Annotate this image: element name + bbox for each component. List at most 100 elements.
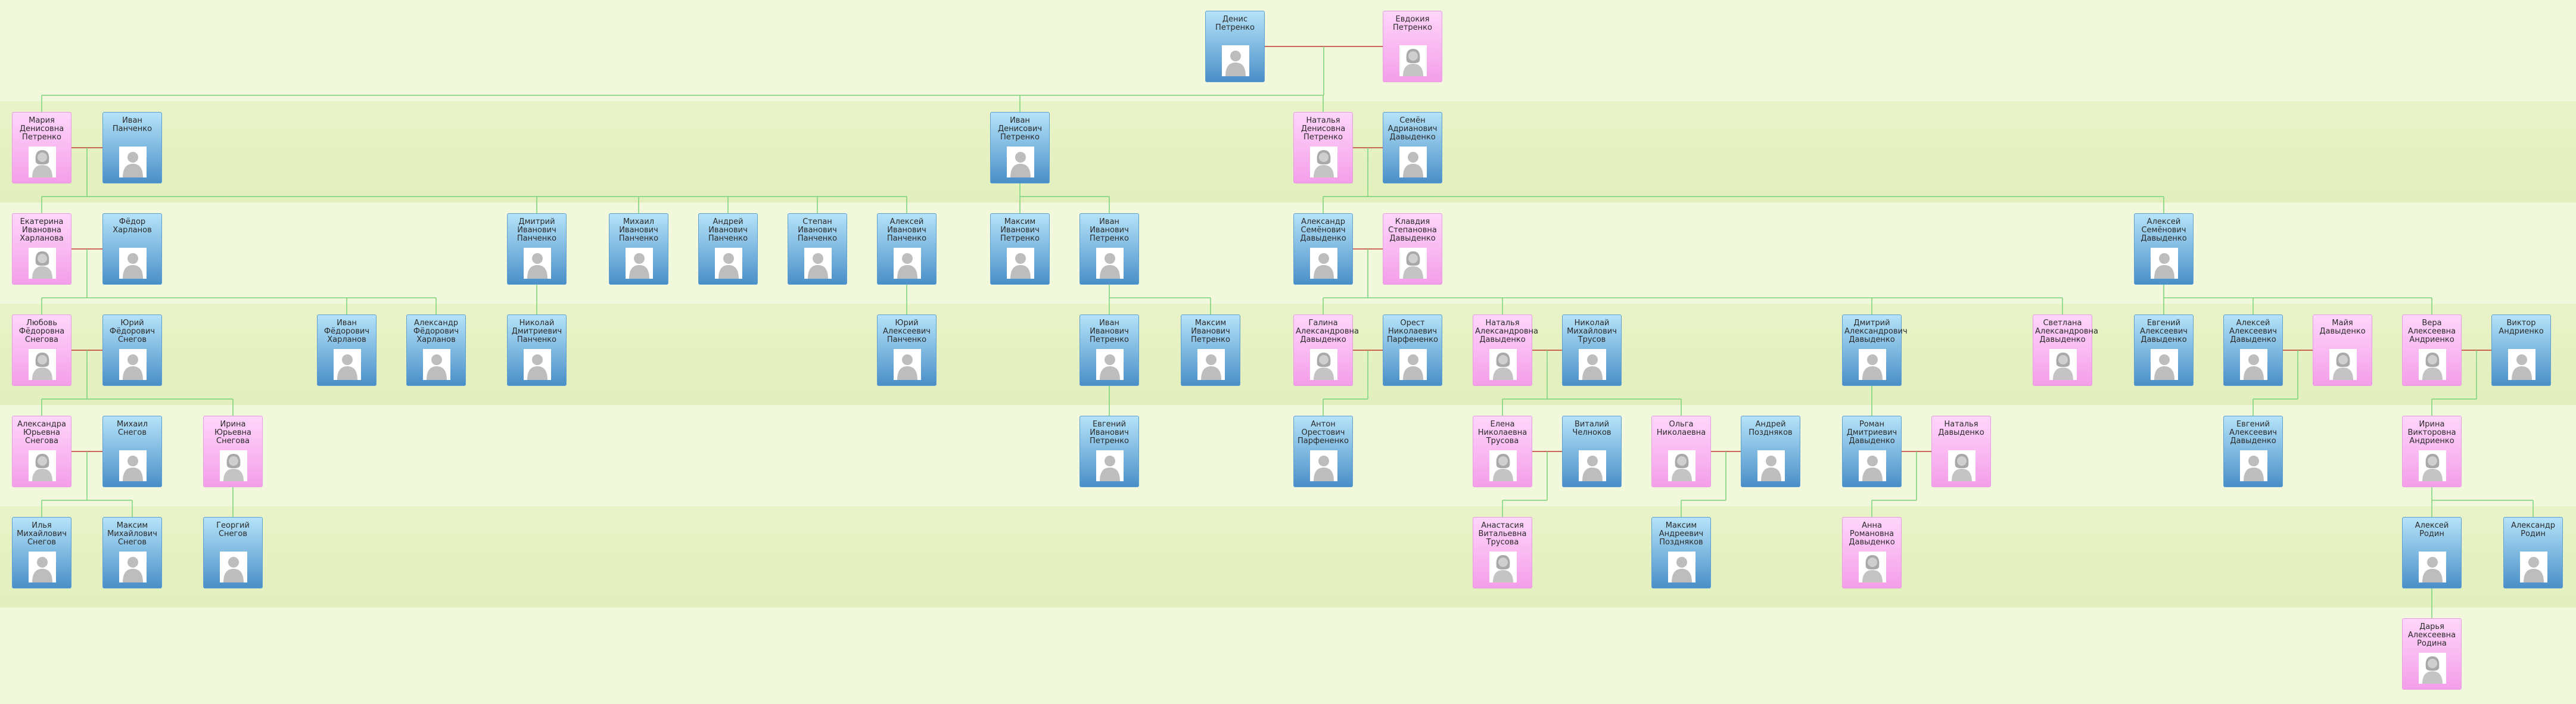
person-card[interactable]: Александр Семёнович Давыденко bbox=[1293, 213, 1353, 285]
person-card[interactable]: Мария Денисовна Петренко bbox=[12, 112, 71, 183]
person-card[interactable]: Ольга Николаевна bbox=[1651, 416, 1711, 487]
person-name: Наталья Александровна Давыденко bbox=[1475, 319, 1538, 344]
person-card[interactable]: Евгений Алексеевич Давыденко bbox=[2134, 314, 2194, 386]
person-card[interactable]: Наталья Давыденко bbox=[1931, 416, 1991, 487]
person-card[interactable]: Анастасия Витальевна Трусова bbox=[1473, 517, 1532, 588]
person-card[interactable]: Иван Иванович Петренко bbox=[1079, 314, 1139, 386]
person-card[interactable]: Елена Николаевна Трусова bbox=[1473, 416, 1532, 487]
person-card[interactable]: Николай Дмитриевич Панченко bbox=[507, 314, 567, 386]
person-name: Майя Давыденко bbox=[2319, 319, 2366, 336]
person-card[interactable]: Степан Иванович Панченко bbox=[788, 213, 847, 285]
person-name: Максим Андреевич Поздняков bbox=[1659, 521, 1704, 547]
person-card[interactable]: Виктор Андриенко bbox=[2491, 314, 2551, 386]
person-card[interactable]: Ирина Викторовна Андриенко bbox=[2402, 416, 2462, 487]
person-name: Евгений Алексеевич Давыденко bbox=[2140, 319, 2188, 344]
male-silhouette-icon bbox=[1310, 450, 1337, 481]
male-silhouette-icon bbox=[2151, 349, 2178, 380]
person-card[interactable]: Максим Иванович Петренко bbox=[990, 213, 1050, 285]
person-card[interactable]: Максим Иванович Петренко bbox=[1181, 314, 1240, 386]
person-card[interactable]: Дмитрий Александрович Давыденко bbox=[1842, 314, 1908, 386]
person-card[interactable]: Алексей Алексеевич Давыденко bbox=[2223, 314, 2283, 386]
person-name: Николай Дмитриевич Панченко bbox=[511, 319, 562, 344]
male-silhouette-icon bbox=[626, 248, 653, 279]
person-card[interactable]: Евгений Алексеевич Давыденко bbox=[2223, 416, 2283, 487]
person-card[interactable]: Александр Родин bbox=[2503, 517, 2563, 588]
person-name: Алексей Родин bbox=[2415, 521, 2449, 538]
person-card[interactable]: Екатерина Ивановна Харланова bbox=[12, 213, 71, 285]
person-name: Вера Алексеевна Андриенко bbox=[2407, 319, 2456, 344]
person-card[interactable]: Андрей Поздняков bbox=[1741, 416, 1800, 487]
person-card[interactable]: Дмитрий Иванович Панченко bbox=[507, 213, 567, 285]
person-card[interactable]: Иван Иванович Петренко bbox=[1079, 213, 1139, 285]
person-card[interactable]: Анна Романовна Давыденко bbox=[1842, 517, 1902, 588]
person-card[interactable]: Иван Панченко bbox=[102, 112, 162, 183]
female-silhouette-icon bbox=[29, 450, 56, 481]
person-name: Иван Денисович Петренко bbox=[998, 116, 1042, 142]
person-name: Михаил Снегов bbox=[116, 420, 148, 437]
male-silhouette-icon bbox=[220, 552, 247, 582]
person-card[interactable]: Светлана Александровна Давыденко bbox=[2033, 314, 2098, 386]
person-name: Михаил Иванович Панченко bbox=[618, 217, 659, 243]
person-card[interactable]: Вера Алексеевна Андриенко bbox=[2402, 314, 2462, 386]
person-card[interactable]: Михаил Снегов bbox=[102, 416, 162, 487]
person-card[interactable]: Александр Фёдорович Харланов bbox=[406, 314, 466, 386]
person-card[interactable]: Алексей Иванович Панченко bbox=[877, 213, 937, 285]
male-silhouette-icon bbox=[119, 552, 147, 582]
person-card[interactable]: Юрий Алексеевич Панченко bbox=[877, 314, 937, 386]
person-card[interactable]: Антон Орестович Парфененко bbox=[1293, 416, 1353, 487]
female-silhouette-icon bbox=[2049, 349, 2077, 380]
person-name: Екатерина Ивановна Харланова bbox=[20, 217, 64, 243]
person-name: Алексей Иванович Панченко bbox=[886, 217, 927, 243]
person-card[interactable]: Дарья Алексеевна Родина bbox=[2402, 618, 2462, 690]
person-name: Мария Денисовна Петренко bbox=[19, 116, 64, 142]
female-silhouette-icon bbox=[1310, 147, 1337, 177]
person-name: Виктор Андриенко bbox=[2499, 319, 2544, 336]
person-card[interactable]: Орест Николаевич Парфененко bbox=[1383, 314, 1442, 386]
person-name: Георгий Снегов bbox=[216, 521, 250, 538]
person-card[interactable]: Максим Михайлович Снегов bbox=[102, 517, 162, 588]
female-silhouette-icon bbox=[1489, 552, 1517, 582]
person-card[interactable]: Николай Михайлович Трусов bbox=[1562, 314, 1622, 386]
person-card[interactable]: Георгий Снегов bbox=[203, 517, 263, 588]
person-name: Дарья Алексеевна Родина bbox=[2407, 622, 2456, 648]
person-card[interactable]: Юрий Фёдорович Снегов bbox=[102, 314, 162, 386]
person-card[interactable]: Алексей Родин bbox=[2402, 517, 2462, 588]
person-card[interactable]: Андрей Иванович Панченко bbox=[698, 213, 758, 285]
person-name: Андрей Иванович Панченко bbox=[708, 217, 748, 243]
person-card[interactable]: Максим Андреевич Поздняков bbox=[1651, 517, 1711, 588]
person-card[interactable]: Александра Юрьевна Снегова bbox=[12, 416, 71, 487]
person-card[interactable]: Евдокия Петренко bbox=[1383, 11, 1442, 82]
generation-band-2 bbox=[0, 101, 2576, 203]
person-card[interactable]: Денис Петренко bbox=[1205, 11, 1265, 82]
male-silhouette-icon bbox=[1399, 147, 1427, 177]
person-card[interactable]: Любовь Фёдоровна Снегова bbox=[12, 314, 71, 386]
male-silhouette-icon bbox=[2419, 552, 2446, 582]
person-card[interactable]: Михаил Иванович Панченко bbox=[609, 213, 668, 285]
person-name: Алексей Семёнович Давыденко bbox=[2141, 217, 2187, 243]
person-card[interactable]: Семён Адрианович Давыденко bbox=[1383, 112, 1442, 183]
person-card[interactable]: Майя Давыденко bbox=[2313, 314, 2372, 386]
person-card[interactable]: Наталья Александровна Давыденко bbox=[1473, 314, 1538, 386]
male-silhouette-icon bbox=[1222, 45, 1249, 76]
female-silhouette-icon bbox=[2419, 653, 2446, 684]
person-card[interactable]: Фёдор Харланов bbox=[102, 213, 162, 285]
person-card[interactable]: Виталий Челноков bbox=[1562, 416, 1622, 487]
person-card[interactable]: Илья Михайлович Снегов bbox=[12, 517, 71, 588]
person-card[interactable]: Иван Денисович Петренко bbox=[990, 112, 1050, 183]
person-card[interactable]: Ирина Юрьевна Снегова bbox=[203, 416, 263, 487]
person-card[interactable]: Галина Александровна Давыденко bbox=[1293, 314, 1359, 386]
person-card[interactable]: Алексей Семёнович Давыденко bbox=[2134, 213, 2194, 285]
male-silhouette-icon bbox=[1399, 349, 1427, 380]
male-silhouette-icon bbox=[1096, 248, 1124, 279]
female-silhouette-icon bbox=[1310, 349, 1337, 380]
person-card[interactable]: Евгений Иванович Петренко bbox=[1079, 416, 1139, 487]
male-silhouette-icon bbox=[524, 349, 551, 380]
person-name: Александр Родин bbox=[2511, 521, 2555, 538]
person-card[interactable]: Роман Дмитриевич Давыденко bbox=[1842, 416, 1902, 487]
person-card[interactable]: Клавдия Степановна Давыденко bbox=[1383, 213, 1442, 285]
male-silhouette-icon bbox=[804, 248, 832, 279]
person-card[interactable]: Иван Фёдорович Харланов bbox=[317, 314, 377, 386]
person-card[interactable]: Наталья Денисовна Петренко bbox=[1293, 112, 1353, 183]
